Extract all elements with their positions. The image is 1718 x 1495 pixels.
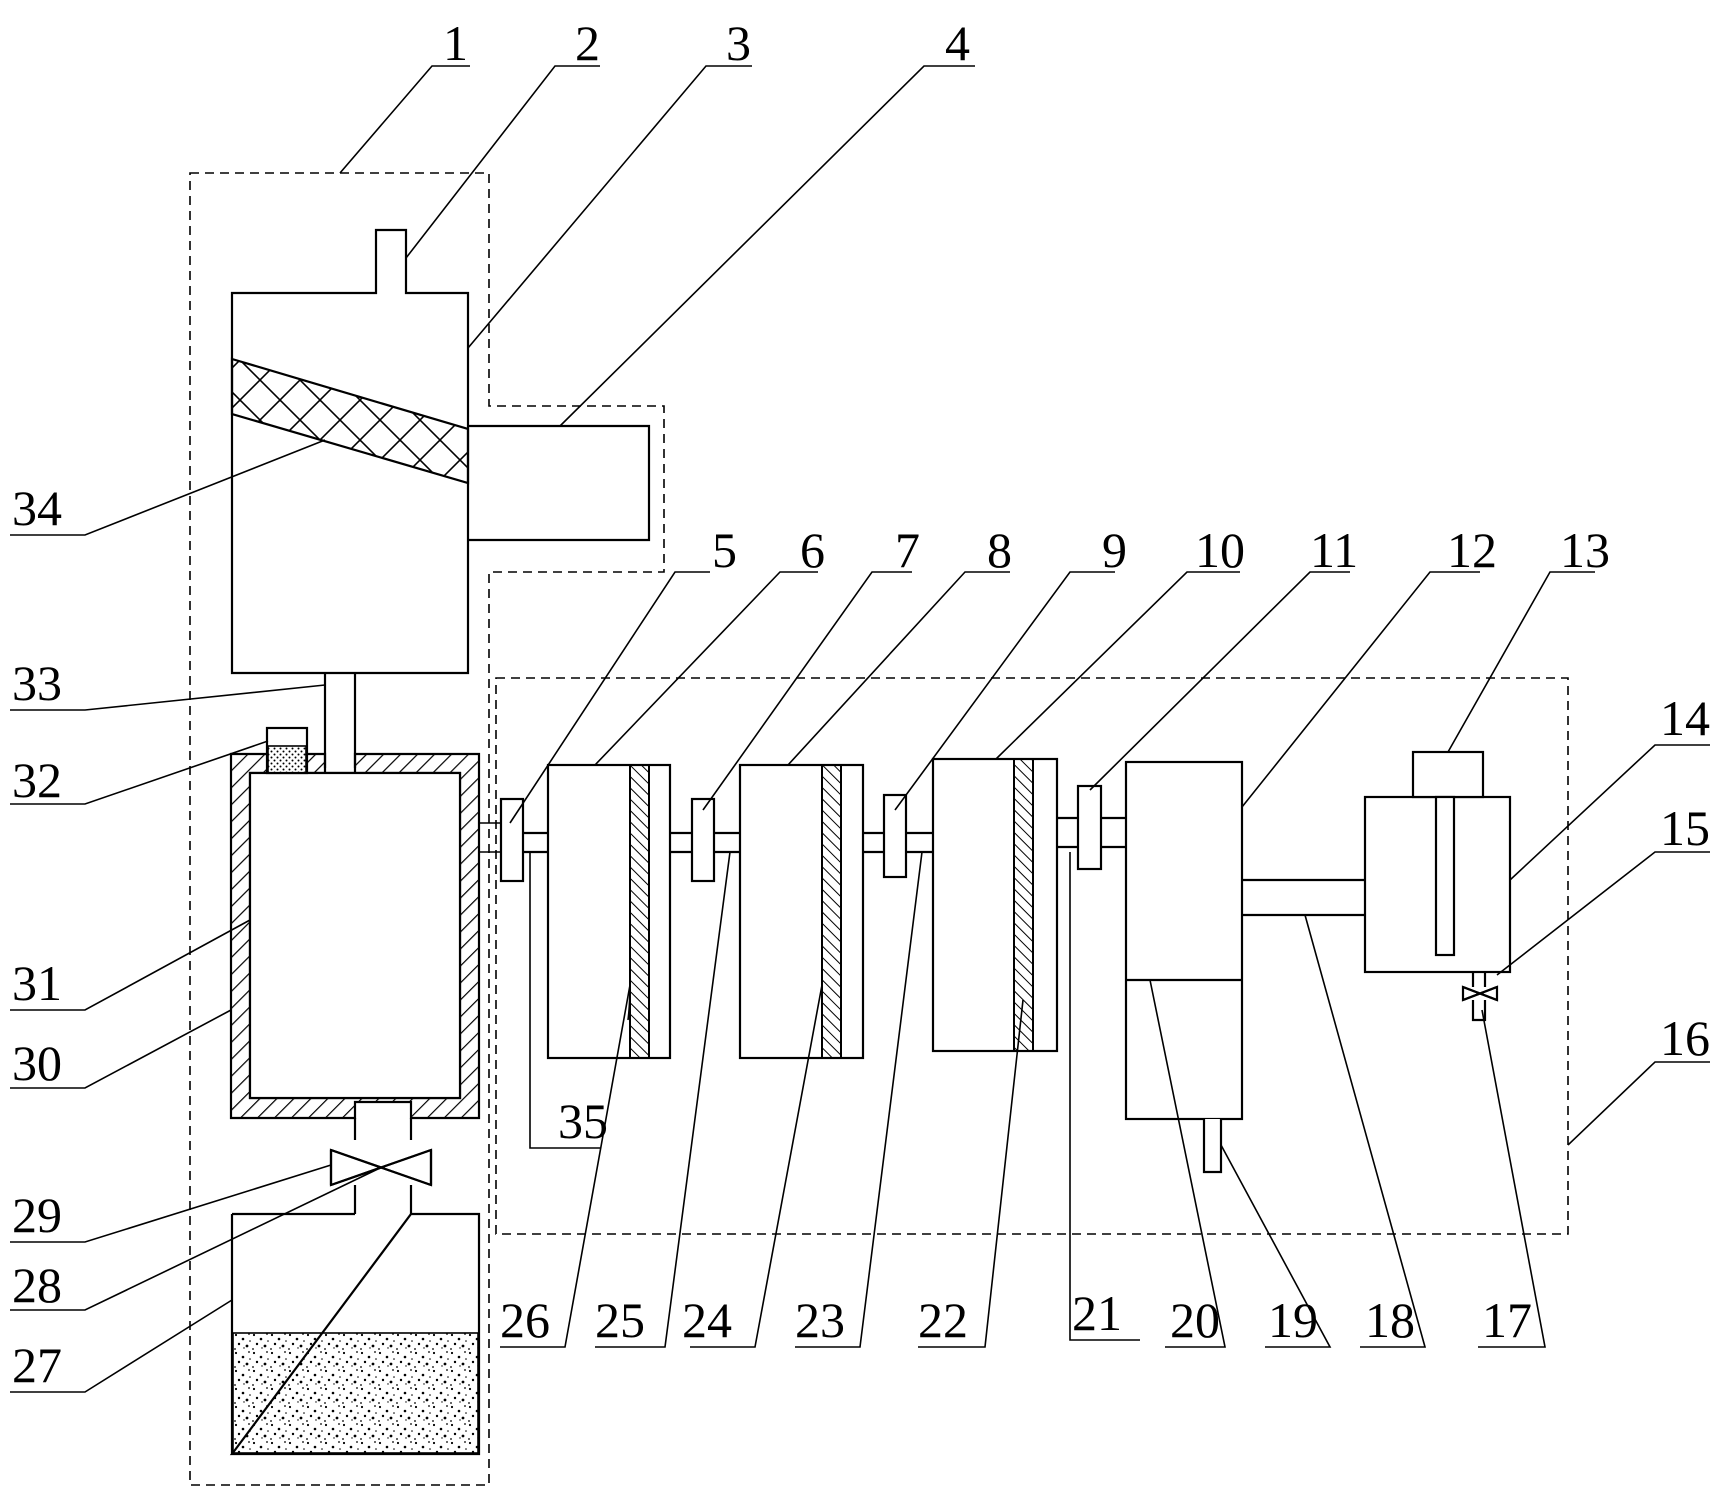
label-25: 25 <box>595 1292 645 1348</box>
leader-lines <box>10 65 1710 1393</box>
label-13: 13 <box>1560 522 1610 578</box>
module-7 <box>738 763 865 1060</box>
collection-tank-27 <box>229 1212 481 1456</box>
plate-24 <box>821 764 842 1059</box>
label-22: 22 <box>918 1292 968 1348</box>
coupling-8 <box>882 793 908 879</box>
coupling-11 <box>1076 784 1103 871</box>
unit-16-dashed-outline <box>495 677 1569 1235</box>
module-9 <box>931 757 1059 1053</box>
mesh-filter-34 <box>230 357 470 485</box>
plate-22 <box>1013 758 1034 1052</box>
coupling-6 <box>690 797 716 883</box>
cap-13 <box>1411 750 1485 799</box>
label-2: 2 <box>575 15 600 71</box>
label-10: 10 <box>1195 522 1245 578</box>
label-7: 7 <box>895 522 920 578</box>
tank-14 <box>1363 750 1512 1022</box>
label-9: 9 <box>1102 522 1127 578</box>
tank-31 <box>229 726 481 1120</box>
label-31: 31 <box>12 955 62 1011</box>
label-12: 12 <box>1447 522 1497 578</box>
label-34: 34 <box>12 480 62 536</box>
pipe-18 <box>1242 878 1365 917</box>
label-28: 28 <box>12 1257 62 1313</box>
label-20: 20 <box>1170 1292 1220 1348</box>
label-1: 1 <box>443 15 468 71</box>
label-24: 24 <box>682 1292 732 1348</box>
label-11: 11 <box>1310 522 1358 578</box>
label-23: 23 <box>795 1292 845 1348</box>
label-16: 16 <box>1660 1010 1710 1066</box>
label-8: 8 <box>987 522 1012 578</box>
label-4: 4 <box>945 15 970 71</box>
label-30: 30 <box>12 1035 62 1091</box>
part-labels: 1 2 3 4 5 6 7 8 9 10 11 12 13 14 15 16 3… <box>12 15 1710 1393</box>
label-35: 35 <box>558 1093 608 1149</box>
label-6: 6 <box>800 522 825 578</box>
label-21: 21 <box>1072 1285 1122 1341</box>
label-26: 26 <box>500 1292 550 1348</box>
sediment-fill <box>232 1332 479 1454</box>
label-14: 14 <box>1660 690 1710 746</box>
label-18: 18 <box>1365 1292 1415 1348</box>
unit-1-dashed-outline <box>189 172 665 1486</box>
label-19: 19 <box>1268 1292 1318 1348</box>
label-17: 17 <box>1482 1292 1532 1348</box>
plate-26 <box>629 764 650 1059</box>
label-33: 33 <box>12 655 62 711</box>
drive-shaft <box>479 816 1126 854</box>
label-27: 27 <box>12 1337 62 1393</box>
label-3: 3 <box>726 15 751 71</box>
valve-28 <box>329 1148 433 1187</box>
vessel-3 <box>230 228 470 675</box>
label-5: 5 <box>712 522 737 578</box>
tank-12 <box>1124 760 1244 1174</box>
probe <box>1434 795 1456 957</box>
module-6 <box>546 763 672 1060</box>
side-box-4 <box>468 424 651 542</box>
label-15: 15 <box>1660 800 1710 856</box>
label-29: 29 <box>12 1187 62 1243</box>
label-32: 32 <box>12 752 62 808</box>
coupling-5 <box>499 797 525 883</box>
